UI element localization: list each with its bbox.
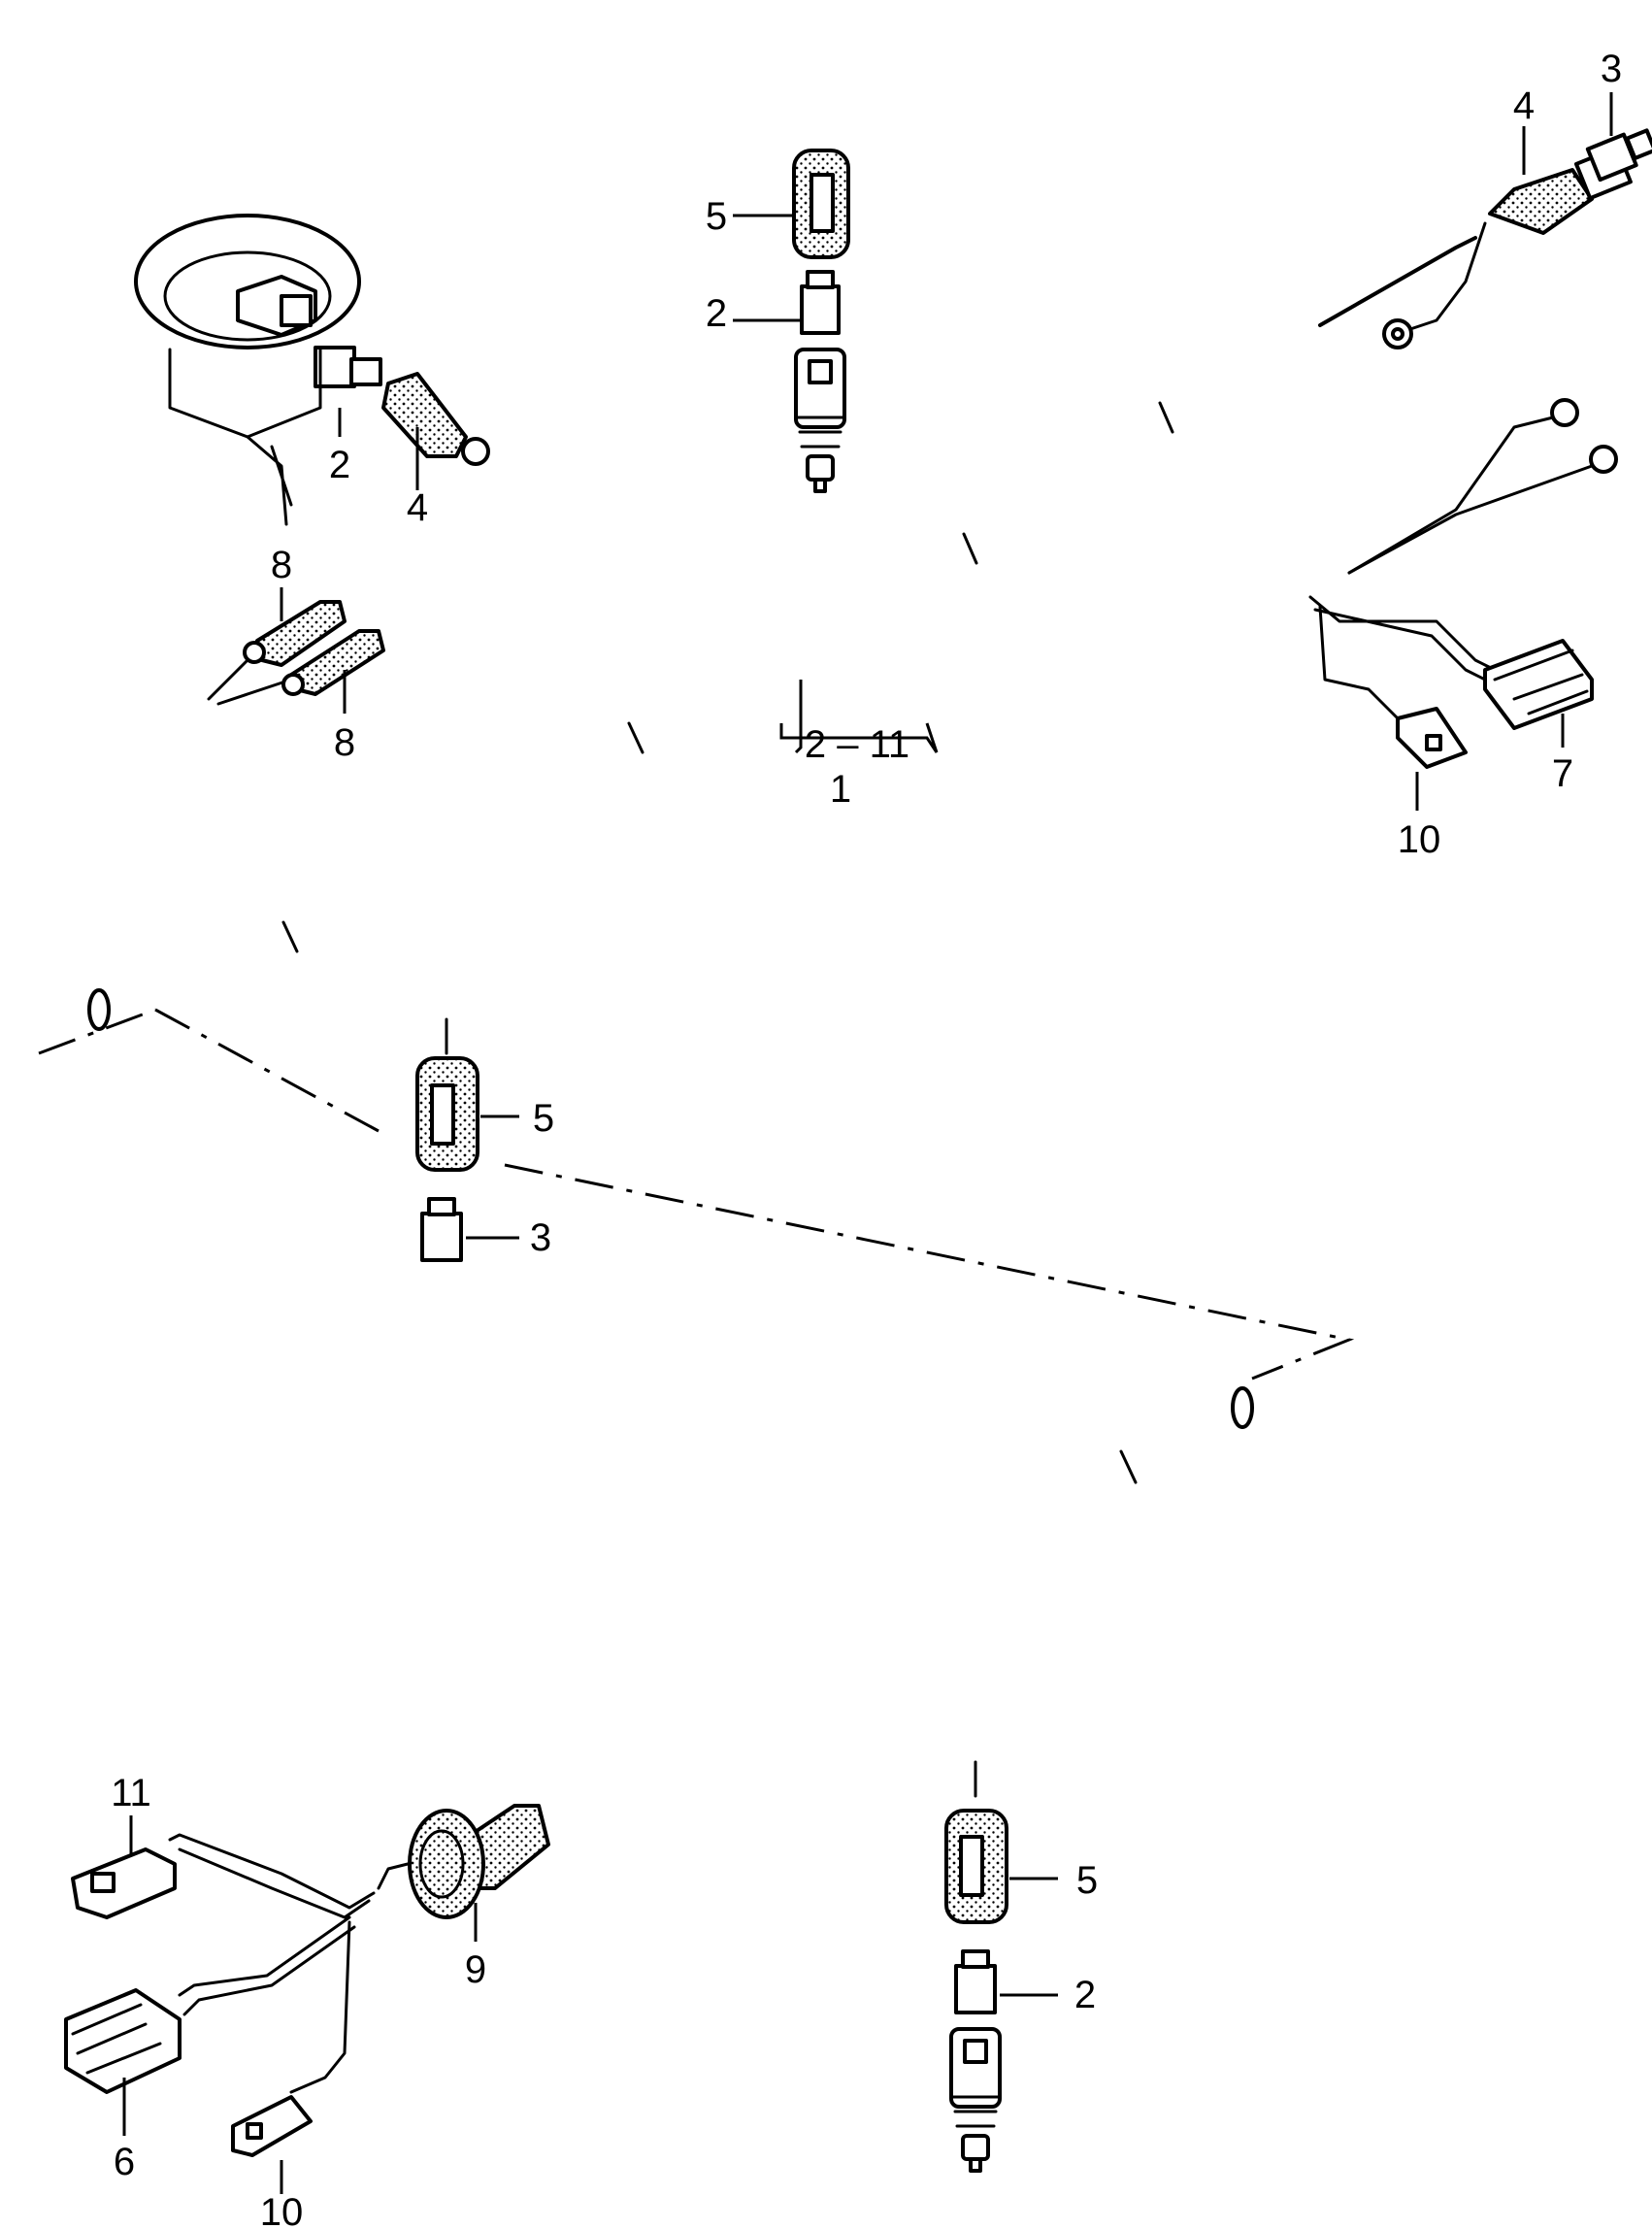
branch-right [974, 398, 1618, 769]
branch-center-sensor [323, 886, 479, 1262]
callout-1: 1 [830, 768, 851, 811]
connector-2-low [954, 1964, 997, 2014]
branch-top-right [1318, 128, 1652, 349]
connector-4-left [381, 372, 468, 458]
callout-7: 7 [1552, 752, 1573, 795]
callout-3-mid: 3 [530, 1216, 551, 1259]
lower-harness [64, 1386, 1258, 2173]
fuel-pump-flange [134, 214, 361, 526]
ring-terminal-right-1 [1550, 398, 1579, 427]
callout-4-top: 4 [1513, 84, 1535, 127]
connector-7 [1483, 639, 1594, 730]
callouts: 1 2 – 11 2 2 2 3 3 4 4 5 5 5 6 7 8 8 9 1… [111, 48, 1622, 2229]
callout-2-top: 2 [706, 292, 727, 335]
connector-3-mid [420, 1212, 463, 1262]
callout-4-left: 4 [407, 486, 428, 529]
callout-2-11: 2 – 11 [805, 723, 909, 766]
grommet-9 [377, 1804, 550, 1919]
connector-10-low [231, 2095, 313, 2157]
upper-harness [82, 100, 1652, 1262]
connector-6 [64, 1988, 182, 2094]
callout-8-top: 8 [271, 544, 292, 586]
separator-line [38, 1008, 1355, 1381]
callout-10-top: 10 [1398, 818, 1441, 861]
callout-2-left: 2 [329, 444, 350, 486]
callout-2-low: 2 [1074, 1974, 1096, 2016]
ring-terminal-right-2 [1589, 445, 1618, 474]
connector-2-left [314, 346, 356, 388]
connector-11 [71, 1847, 177, 1919]
main-trunk [82, 227, 1471, 1031]
lower-left-connectors [64, 1833, 376, 2157]
callout-11: 11 [111, 1772, 151, 1814]
callout-6: 6 [114, 2141, 135, 2183]
leader-lines [122, 92, 1613, 2194]
callout-5-mid: 5 [533, 1097, 554, 1140]
callout-9: 9 [465, 1948, 486, 1991]
connector-4-right [1488, 168, 1594, 235]
callout-10-low: 10 [260, 2191, 304, 2229]
branch-lower-sensor [944, 1513, 1065, 2173]
callout-5-top: 5 [706, 195, 727, 238]
callout-3-top: 3 [1601, 48, 1622, 90]
lower-trunk [509, 1386, 1258, 1850]
connector-2-top [800, 284, 841, 335]
branch-top-sensor [792, 100, 1239, 493]
callout-8-bottom: 8 [334, 721, 355, 764]
branch-8 [139, 600, 385, 866]
branch-left-pump [314, 346, 667, 720]
callout-5-low: 5 [1076, 1859, 1098, 1902]
